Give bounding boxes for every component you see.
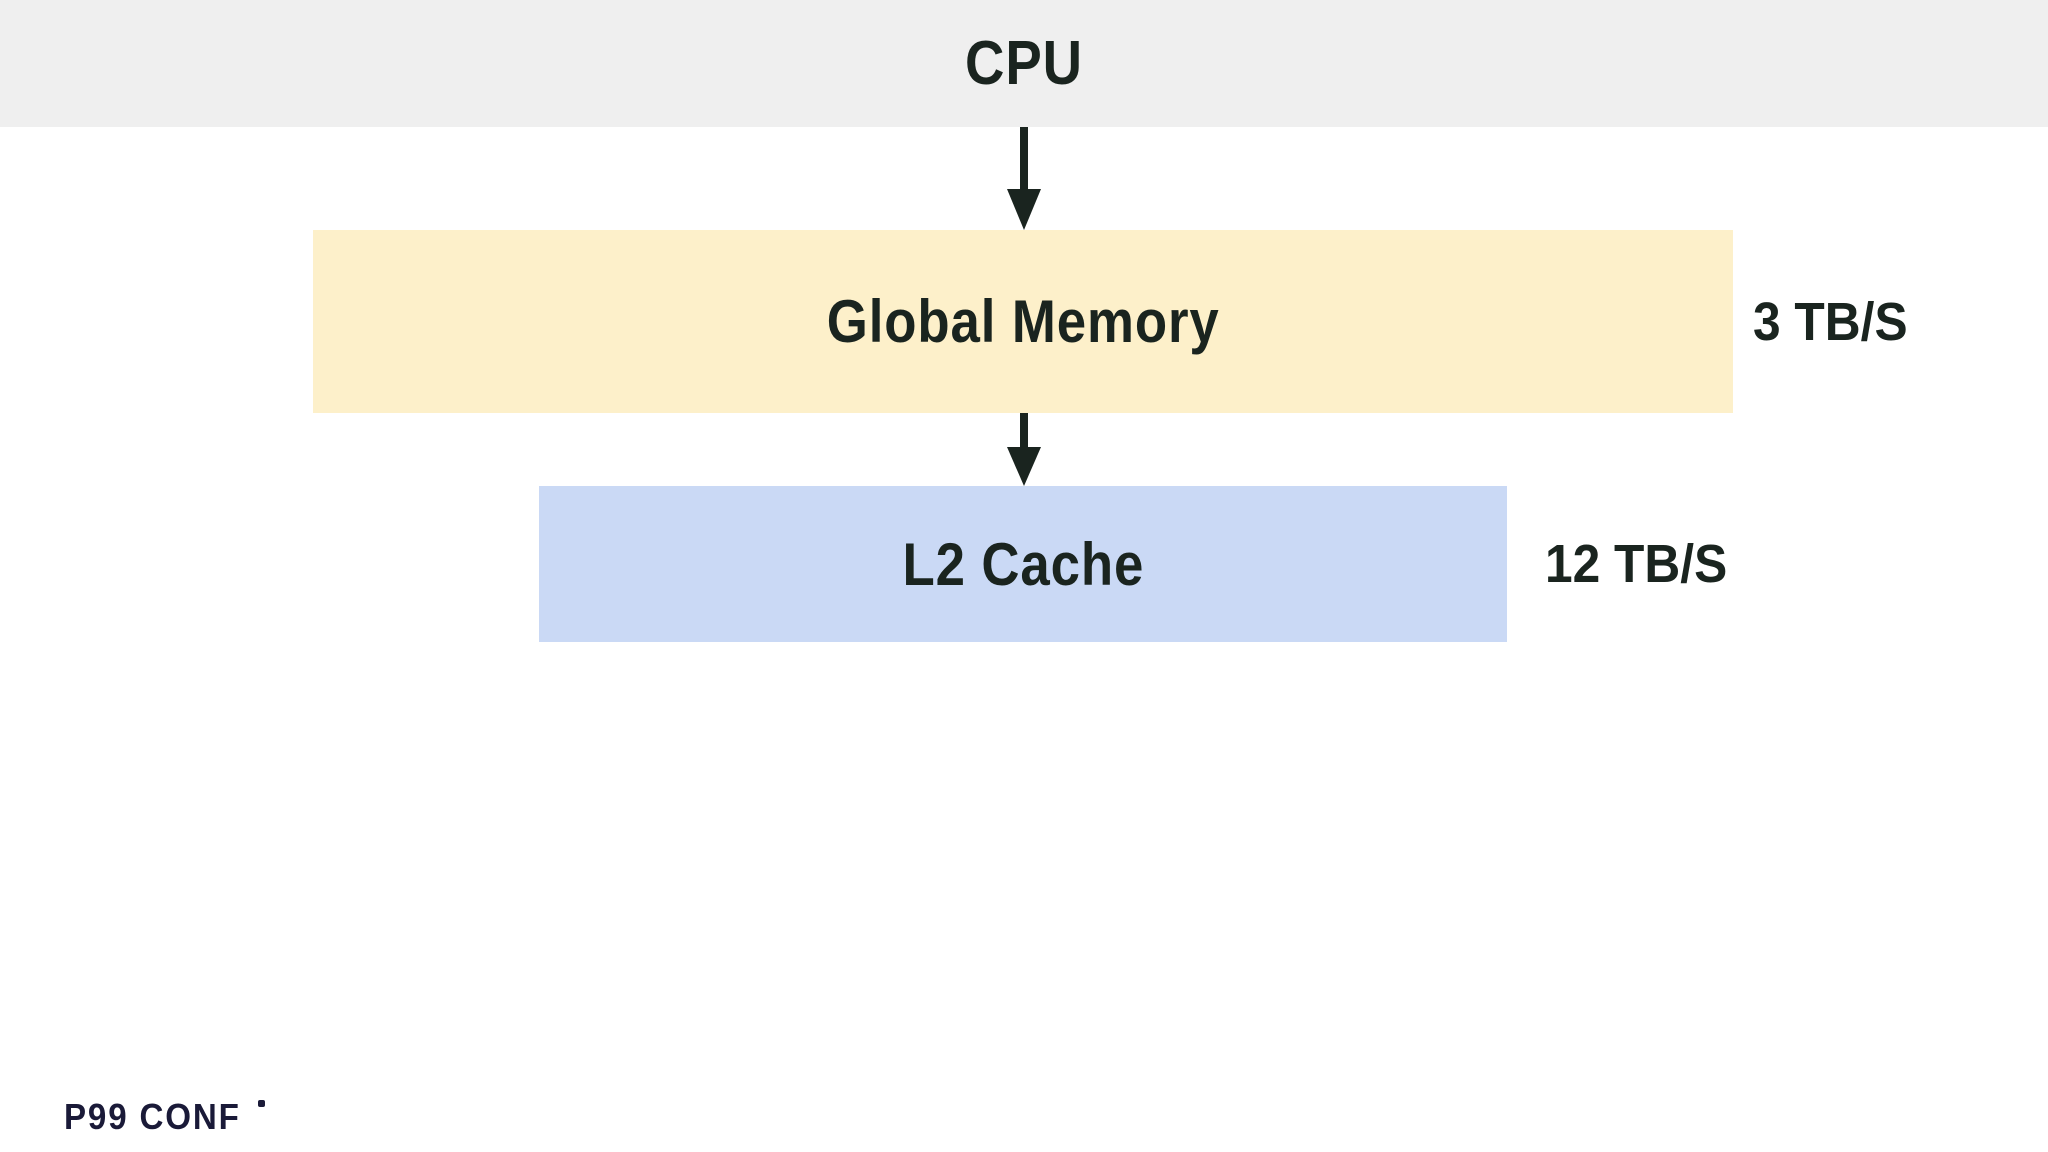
arrow-down-global-memory-to-l2-cache-icon (1007, 413, 1041, 486)
global-memory-box: Global Memory (313, 230, 1733, 413)
logo-dot (258, 1100, 266, 1107)
global-memory-bandwidth-label: 3 TB/S (1753, 292, 1908, 352)
arrow-down-cpu-to-global-memory-icon (1007, 127, 1041, 230)
p99conf-logo-text: P99 CONF (64, 1096, 241, 1137)
l2-cache-bandwidth-label: 12 TB/S (1545, 534, 1728, 594)
l2-cache-label: L2 Cache (902, 530, 1144, 598)
cpu-band: CPU (0, 0, 2048, 127)
p99conf-logo: P99 CONF (64, 1096, 266, 1138)
l2-cache-box: L2 Cache (539, 486, 1507, 642)
global-memory-label: Global Memory (826, 288, 1220, 355)
cpu-label: CPU (965, 29, 1083, 98)
